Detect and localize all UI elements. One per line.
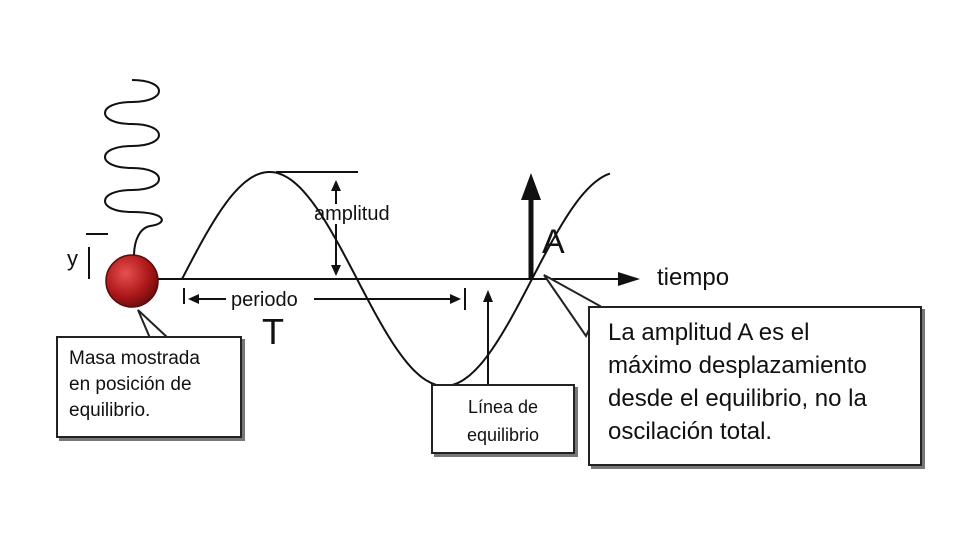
amplitude-label: amplitud xyxy=(314,203,390,225)
amplitude-callout-line-3: desde el equilibrio, no la xyxy=(608,382,920,415)
equilibrium-callout: Línea de equilibrio xyxy=(431,384,575,454)
equilibrium-callout-line-2: equilibrio xyxy=(433,421,573,449)
time-label: tiempo xyxy=(657,264,729,291)
period-symbol: T xyxy=(262,311,284,352)
mass-callout-pointer xyxy=(138,310,168,338)
mass-callout: Masa mostrada en posición de equilibrio. xyxy=(56,336,242,438)
amplitude-arrow-down xyxy=(331,265,341,276)
mass-callout-line-1: Masa mostrada xyxy=(69,346,240,372)
mass-callout-line-3: equilibrio. xyxy=(69,398,240,424)
amplitude-symbol: A xyxy=(542,223,565,261)
spring xyxy=(105,80,162,256)
mass-callout-line-2: en posición de xyxy=(69,372,240,398)
mass-ball xyxy=(106,255,158,307)
time-axis-arrowhead xyxy=(618,272,640,286)
amplitude-A-arrowhead xyxy=(521,173,541,200)
y-label: y xyxy=(67,246,78,271)
equilibrium-callout-line-1: Línea de xyxy=(433,393,573,421)
amplitude-callout: La amplitud A es el máximo desplazamient… xyxy=(588,306,922,466)
amplitude-arrow-up xyxy=(331,180,341,191)
period-label: periodo xyxy=(231,289,298,311)
amplitude-callout-line-4: oscilación total. xyxy=(608,415,920,448)
amplitude-callout-line-2: máximo desplazamiento xyxy=(608,349,920,382)
period-arrow-right xyxy=(450,294,461,304)
amplitude-callout-line-1: La amplitud A es el xyxy=(608,316,920,349)
equilibrium-pointer-arrow xyxy=(483,290,493,302)
period-arrow-left xyxy=(188,294,199,304)
